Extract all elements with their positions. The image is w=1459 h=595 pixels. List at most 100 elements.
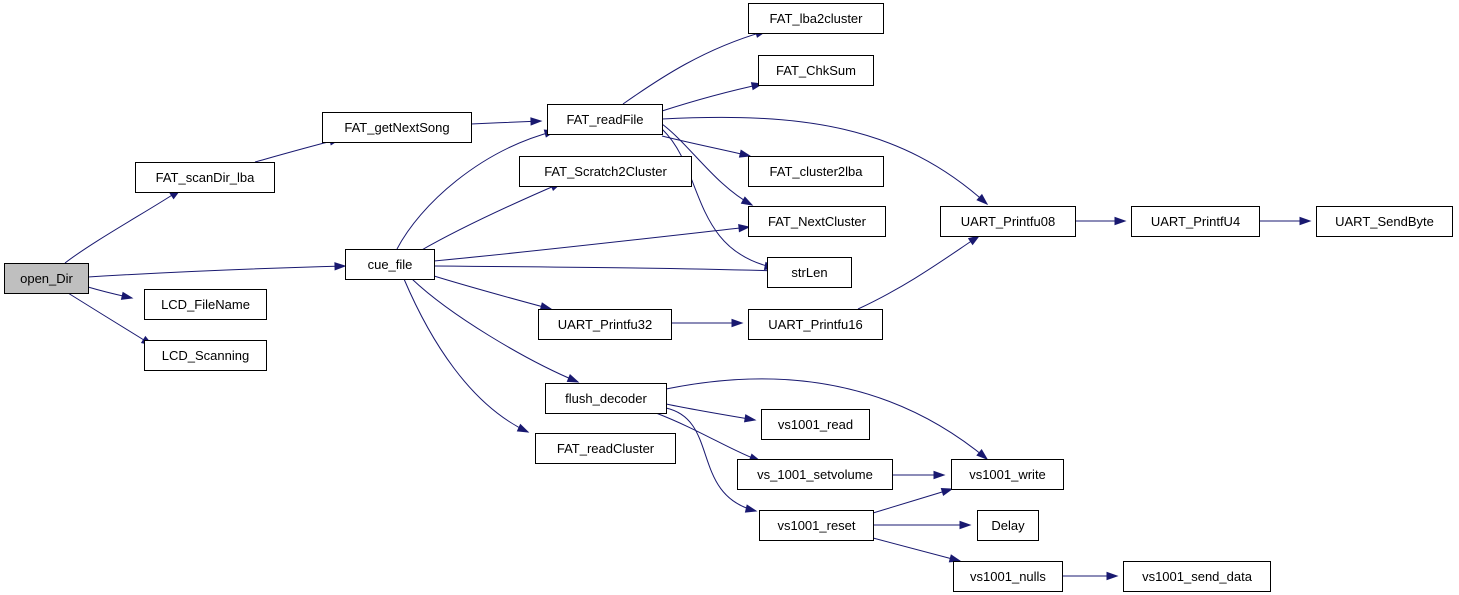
edge-fat-readfile-to-fat-lba2cluster [622,29,768,105]
node-fat-chksum[interactable]: FAT_ChkSum [758,55,874,86]
node-vs1001-write[interactable]: vs1001_write [951,459,1064,490]
node-box [758,55,874,86]
edge-line [665,403,756,421]
node-lcd-filename[interactable]: LCD_FileName [144,289,267,320]
arrowhead-icon [566,374,580,383]
edge-line [433,226,750,262]
node-label: LCD_Scanning [162,348,249,363]
edge-cue-file-to-uart-printfu32 [433,275,553,311]
node-fat-scandir-lba[interactable]: FAT_scanDir_lba [135,162,275,193]
edge-line [661,116,988,205]
node-label: UART_Printfu16 [768,317,862,332]
node-box [1123,561,1271,592]
node-fat-nextcluster[interactable]: FAT_NextCluster [748,206,886,237]
edge-open-dir-to-fat-scandir-lba [64,189,182,264]
edge-line [419,182,562,252]
edge-uart-printfu32-to-uart-printfu16 [671,318,744,328]
node-label: strLen [791,265,827,280]
node-vs-1001-setvolume[interactable]: vs_1001_setvolume [737,459,893,490]
node-uart-printfu4[interactable]: UART_PrintfU4 [1131,206,1260,237]
node-fat-getnextsong[interactable]: FAT_getNextSong [322,112,472,143]
edge-vs1001-reset-to-delay [873,520,972,530]
node-lcd-scanning[interactable]: LCD_Scanning [144,340,267,371]
edge-line [857,235,980,310]
node-label: UART_Printfu32 [558,317,652,332]
node-fat-scratch2cluster[interactable]: FAT_Scratch2Cluster [519,156,692,187]
node-box [1316,206,1453,237]
arrowhead-icon [530,117,543,126]
node-uart-printfu16[interactable]: UART_Printfu16 [748,309,883,340]
edge-line [661,83,763,112]
node-flush-decoder[interactable]: flush_decoder [545,383,667,414]
node-label: FAT_readFile [566,112,643,127]
edge-vs-1001-setvolume-to-vs1001-write [891,470,946,480]
edge-line [661,123,753,206]
node-label: FAT_Scratch2Cluster [544,164,667,179]
node-label: FAT_readCluster [557,441,655,456]
edge-vs1001-reset-to-vs1001-write [872,487,954,514]
node-box [135,162,275,193]
edge-line [872,537,961,562]
node-delay[interactable]: Delay [977,510,1039,541]
node-box [977,510,1039,541]
edge-fat-readfile-to-strlen [661,128,777,270]
edge-line [411,278,579,383]
edge-vs1001-reset-to-vs1001-nulls [872,537,962,563]
arrowhead-icon [967,235,981,246]
edge-line [470,120,542,125]
node-box [4,263,89,294]
node-uart-sendbyte[interactable]: UART_SendByte [1316,206,1453,237]
node-box [535,433,676,464]
node-open-dir[interactable]: open_Dir [4,263,89,294]
edge-line [433,265,780,272]
edge-line [622,30,767,105]
node-fat-readfile[interactable]: FAT_readFile [547,104,663,135]
node-label: cue_file [368,257,413,272]
node-strlen[interactable]: strLen [767,257,852,288]
edge-fat-readfile-to-fat-nextcluster [661,123,754,206]
node-vs1001-nulls[interactable]: vs1001_nulls [953,561,1063,592]
node-vs1001-read[interactable]: vs1001_read [761,409,870,440]
node-fat-readcluster[interactable]: FAT_readCluster [535,433,676,464]
node-vs1001-send-data[interactable]: vs1001_send_data [1123,561,1271,592]
node-box [519,156,692,187]
arrowhead-icon [334,262,347,271]
node-label: FAT_lba2cluster [770,11,864,26]
edge-line [64,189,181,264]
node-box [737,459,893,490]
edge-fat-readfile-to-uart-printfu08 [661,116,989,206]
node-label: FAT_scanDir_lba [156,170,256,185]
node-label: vs1001_reset [777,518,855,533]
arrowhead-icon [976,193,989,206]
arrowhead-icon [948,554,962,563]
edge-cue-file-to-fat-readfile [396,129,557,250]
node-box [144,340,267,371]
node-box [748,206,886,237]
node-label: vs_1001_setvolume [757,467,873,482]
node-label: vs1001_write [969,467,1046,482]
edge-cue-file-to-flush-decoder [411,278,580,383]
node-box [761,409,870,440]
node-uart-printfu32[interactable]: UART_Printfu32 [538,309,672,340]
nodes-layer: open_Dir FAT_scanDir_lba cue_fileLCD_FileN… [4,3,1453,592]
edge-fat-readfile-to-fat-chksum [661,82,764,112]
arrowhead-icon [120,291,134,300]
edge-flush-decoder-to-vs1001-write [665,378,989,460]
node-cue-file[interactable]: cue_file [345,249,435,280]
node-vs1001-reset[interactable]: vs1001_reset [759,510,874,541]
node-fat-lba2cluster[interactable]: FAT_lba2cluster [748,3,884,34]
node-label: UART_PrintfU4 [1151,214,1240,229]
edge-fat-readfile-to-fat-cluster2lba [661,135,752,158]
edge-vs1001-nulls-to-vs1001-send-data [1062,571,1119,581]
edge-line [87,265,346,278]
node-box [538,309,672,340]
node-label: vs1001_read [778,417,853,432]
node-uart-printfu08[interactable]: UART_Printfu08 [940,206,1076,237]
edge-line [661,128,776,269]
node-box [951,459,1064,490]
arrowhead-icon [738,223,751,233]
node-box [748,3,884,34]
node-label: vs1001_send_data [1142,569,1253,584]
node-fat-cluster2lba[interactable]: FAT_cluster2lba [748,156,884,187]
edge-cue-file-to-fat-readcluster [403,278,530,433]
